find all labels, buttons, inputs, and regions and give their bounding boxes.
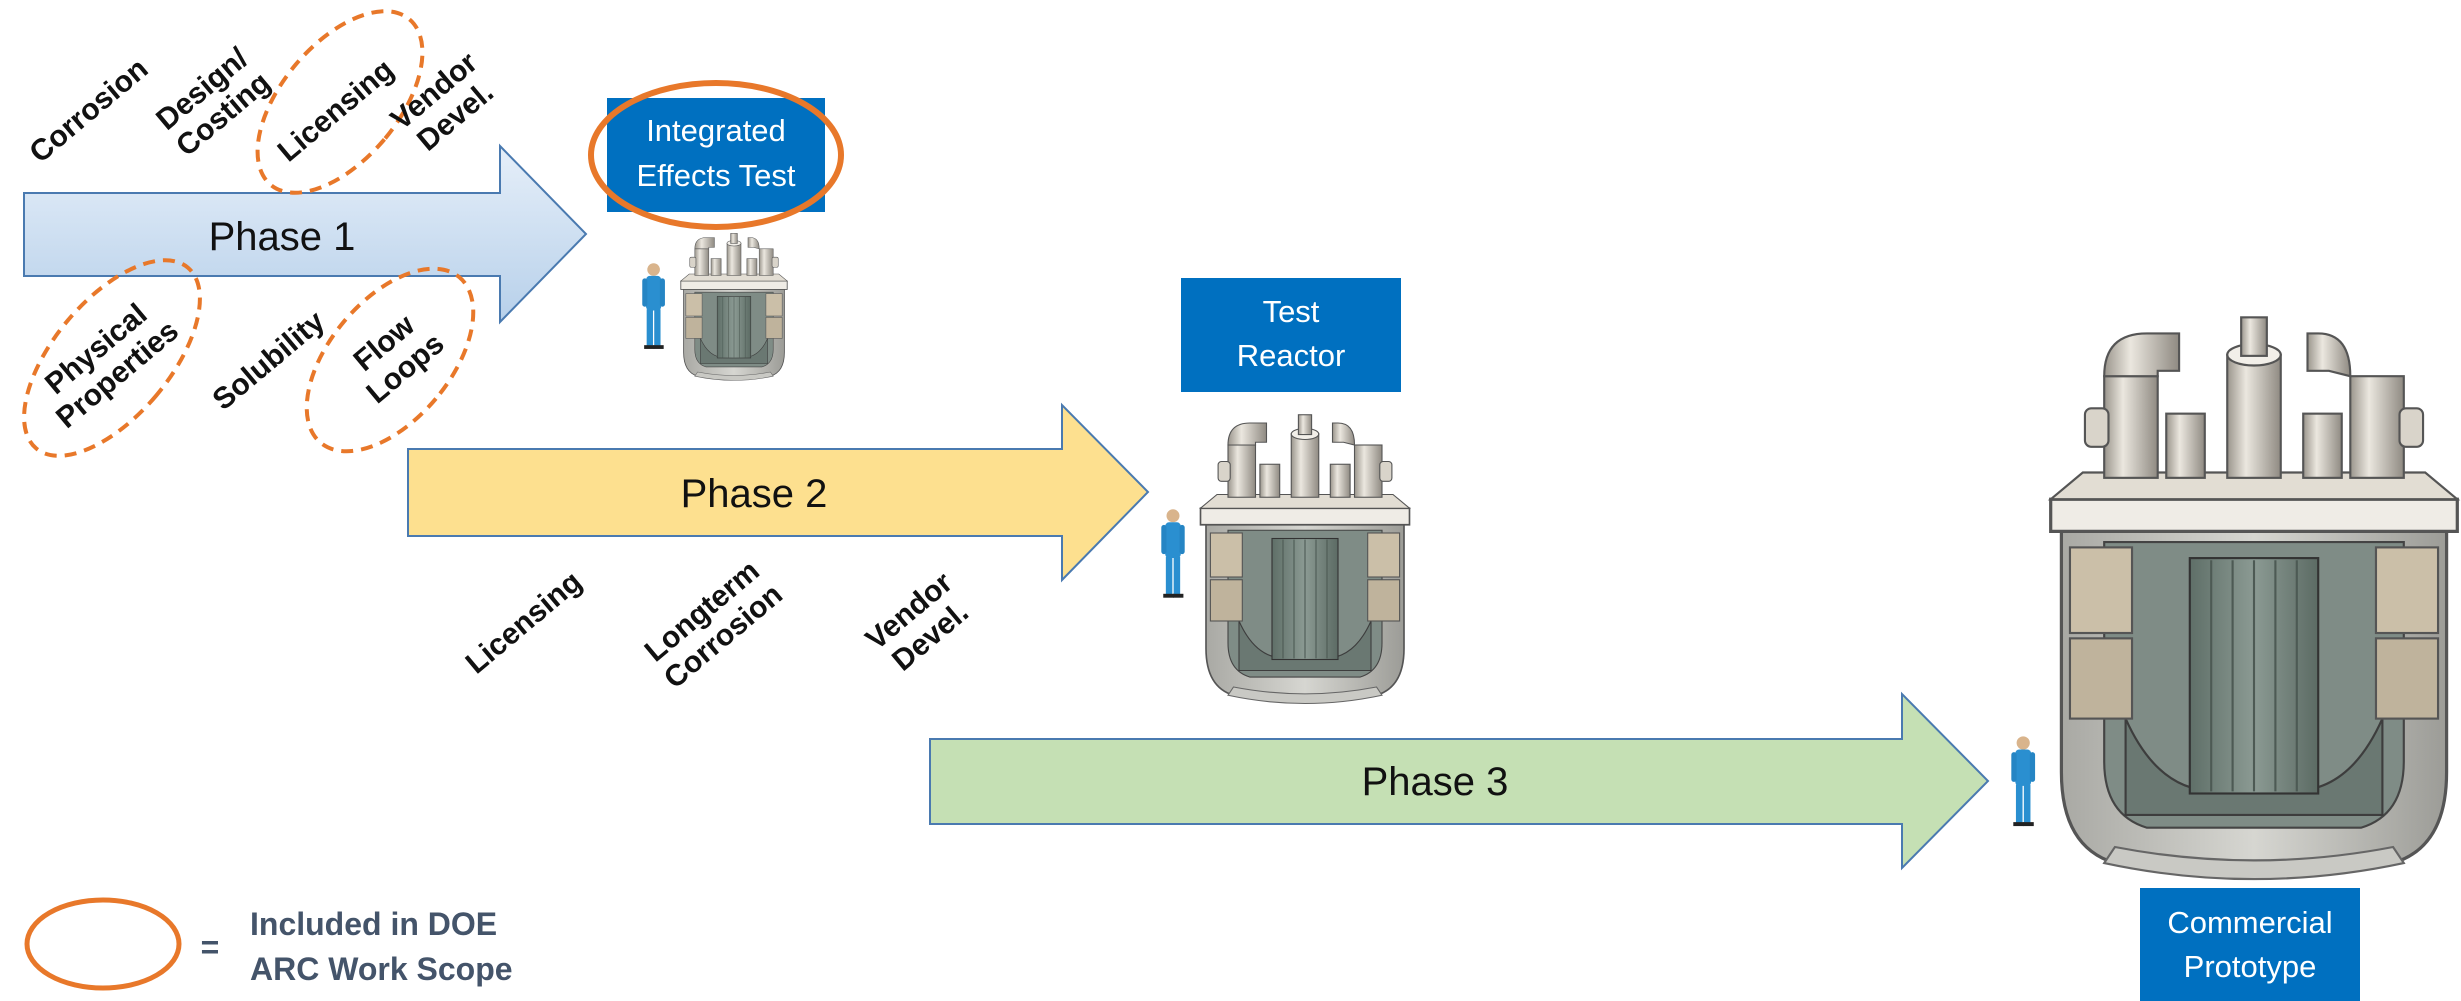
phase1-arrow bbox=[23, 143, 588, 325]
task-design-costing: Design/ Costing bbox=[150, 41, 277, 163]
task-flow-loops: Flow Loops bbox=[347, 308, 450, 410]
task-vendor-devel-phase1: Vendor Devel. bbox=[385, 46, 500, 158]
milestone-label-test-reactor-line1: Test bbox=[1263, 294, 1320, 329]
milestone-box-test-reactor bbox=[1181, 278, 1401, 392]
milestone-label-commercial-line2: Prototype bbox=[2184, 949, 2317, 984]
legend-line2: ARC Work Scope bbox=[250, 951, 513, 987]
svg-text:Licensing: Licensing bbox=[460, 565, 588, 680]
scope-ellipse-flow-loops bbox=[304, 266, 476, 454]
person-figure-1 bbox=[642, 263, 665, 349]
task-physical-properties: Physical Properties bbox=[39, 297, 185, 434]
task-vendor-devel-phase2: Vendor Devel. bbox=[860, 566, 975, 678]
task-licensing-phase1: Licensing bbox=[272, 53, 400, 168]
reactor-integrated-effects-test bbox=[680, 232, 788, 381]
svg-text:Licensing: Licensing bbox=[272, 53, 400, 168]
task-solubility: Solubility bbox=[207, 304, 332, 416]
task-longterm-corrosion: Longterm Corrosion bbox=[639, 554, 789, 695]
phase2-label: Phase 2 bbox=[681, 472, 828, 516]
person-figure-3 bbox=[2011, 736, 2036, 827]
task-licensing-phase2: Licensing bbox=[460, 565, 588, 680]
milestone-box-commercial-prototype bbox=[2140, 888, 2360, 1001]
person-figure-2 bbox=[1161, 509, 1185, 598]
legend-ellipse bbox=[24, 897, 182, 991]
reactor-commercial-prototype bbox=[2049, 315, 2459, 881]
task-corrosion: Corrosion bbox=[23, 52, 154, 169]
phase1-label: Phase 1 bbox=[209, 215, 356, 259]
milestone-label-integrated-line1: Integrated bbox=[646, 113, 786, 148]
legend-line1: Included in DOE bbox=[250, 906, 497, 942]
scope-ellipse-physical-properties bbox=[22, 258, 202, 458]
milestone-label-integrated-line2: Effects Test bbox=[636, 158, 795, 193]
legend-equals: = bbox=[201, 929, 220, 965]
svg-text:Solubility: Solubility bbox=[207, 304, 332, 416]
phase2-arrow bbox=[407, 402, 1150, 583]
milestone-label-commercial-line1: Commercial bbox=[2167, 905, 2332, 940]
reactor-test-reactor bbox=[1199, 413, 1411, 705]
phase3-arrow bbox=[929, 691, 1990, 871]
phase3-label: Phase 3 bbox=[1362, 760, 1509, 804]
milestone-box-integrated-effects-test bbox=[607, 98, 825, 212]
svg-text:Corrosion: Corrosion bbox=[23, 52, 154, 169]
scope-ellipse-integrated-effects-test bbox=[588, 80, 844, 230]
milestone-label-test-reactor-line2: Reactor bbox=[1237, 338, 1346, 373]
scope-ellipse-licensing bbox=[255, 9, 425, 195]
